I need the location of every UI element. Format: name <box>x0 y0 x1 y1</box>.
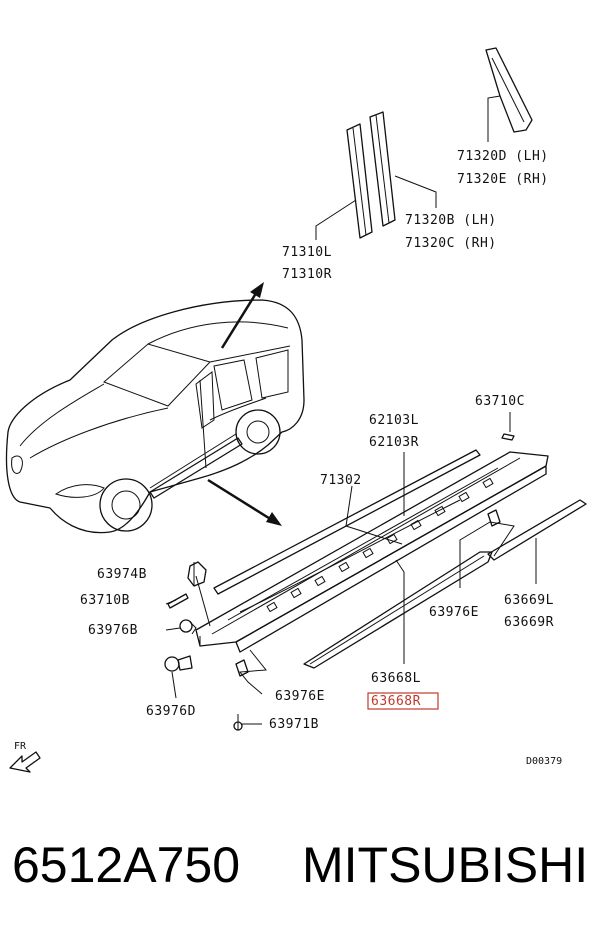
front-direction-icon <box>9 751 41 773</box>
label-63710c: 63710C <box>475 394 525 409</box>
footer-brand: MITSUBISHI <box>302 837 589 893</box>
pillar-garnish-rear <box>485 47 533 142</box>
label-63669r: 63669R <box>504 615 554 630</box>
label-71310l: 71310L <box>282 245 332 260</box>
label-63976e-right: 63976E <box>429 605 479 620</box>
fastener-63976d <box>164 655 193 672</box>
callout-arrows <box>207 282 282 526</box>
leader-lines <box>165 412 537 725</box>
label-71320d: 71320D (LH) <box>457 149 549 164</box>
label-71320c: 71320C (RH) <box>405 236 497 251</box>
lower-molding <box>303 499 587 669</box>
label-71320b: 71320B (LH) <box>405 213 497 228</box>
label-71320e: 71320E (RH) <box>457 172 549 187</box>
label-63668r: 63668R <box>371 694 421 709</box>
fastener-63976e-left <box>235 659 249 677</box>
fastener-63971b <box>233 714 243 731</box>
label-63976b: 63976B <box>88 623 138 638</box>
drawing-number: D00379 <box>526 756 562 767</box>
label-63971b: 63971B <box>269 717 319 732</box>
label-63669l: 63669L <box>504 593 554 608</box>
label-63710b: 63710B <box>80 593 130 608</box>
label-71302: 71302 <box>320 473 362 488</box>
fastener-63710b <box>167 593 189 609</box>
label-62103l: 62103L <box>369 413 419 428</box>
label-63976d: 63976D <box>146 704 196 719</box>
fastener-63976b <box>179 619 197 635</box>
footer-part-number: 6512A750 <box>12 837 241 893</box>
fastener-63710c <box>501 433 515 441</box>
label-63668l: 63668L <box>371 671 421 686</box>
label-63974b: 63974B <box>97 567 147 582</box>
side-sill-assembly <box>195 449 549 653</box>
label-63976e-left: 63976E <box>275 689 325 704</box>
vehicle-outline <box>5 299 305 534</box>
highlight-box-63668r <box>367 692 439 710</box>
sill-clips <box>266 477 494 613</box>
pillar-garnish-center <box>315 111 437 240</box>
fastener-63974b <box>187 561 207 587</box>
label-front: FR <box>14 741 27 752</box>
label-71310r: 71310R <box>282 267 332 282</box>
label-62103r: 62103R <box>369 435 419 450</box>
